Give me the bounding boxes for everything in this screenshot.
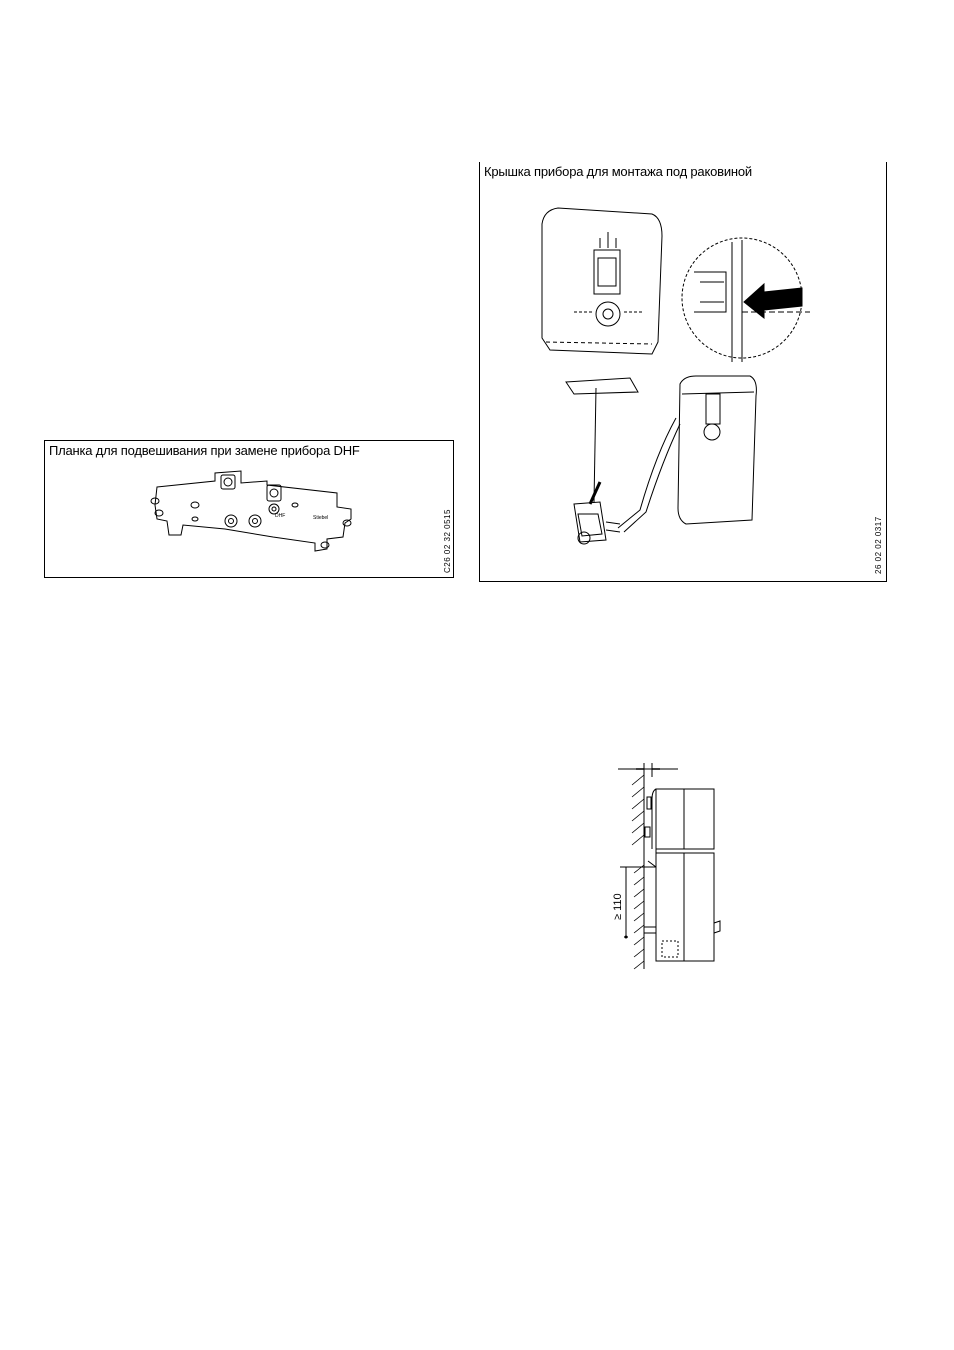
- clearance-dimension-drawing: [600, 755, 730, 985]
- mounting-plate-drawing: DHF Stiebel: [45, 441, 455, 579]
- under-sink-cover-drawing: [480, 162, 888, 582]
- under-sink-cover-figure: Крышка прибора для монтажа под раковиной…: [479, 162, 887, 582]
- mounting-plate-figure: Планка для подвешивания при замене прибо…: [44, 440, 454, 578]
- svg-text:Stiebel: Stiebel: [313, 515, 328, 521]
- clearance-dimension-label: ≥ 110: [612, 893, 624, 920]
- svg-text:DHF: DHF: [275, 513, 285, 519]
